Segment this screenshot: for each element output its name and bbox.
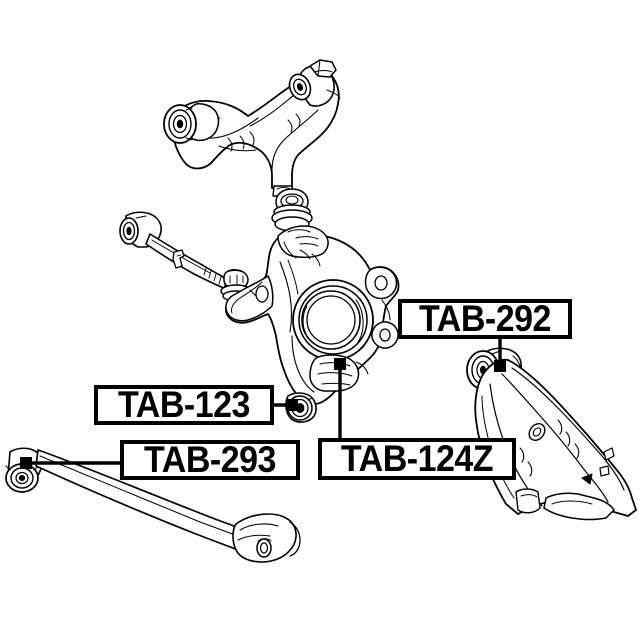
callout-tab-124z-label: TAB-124Z bbox=[340, 438, 494, 480]
upper-arm-rear-bushing bbox=[288, 59, 341, 107]
callout-tab-123[interactable]: TAB-123 bbox=[94, 385, 274, 425]
callout-tab-124z[interactable]: TAB-124Z bbox=[318, 438, 516, 480]
callout-tab-292-label: TAB-292 bbox=[419, 298, 551, 340]
callout-tab-293[interactable]: TAB-293 bbox=[120, 440, 300, 480]
marker-tab-293 bbox=[20, 457, 32, 469]
marker-tab-123 bbox=[286, 399, 298, 411]
part-lower-control-arm bbox=[466, 347, 637, 521]
callout-tab-293-label: TAB-293 bbox=[144, 439, 276, 481]
knuckle-hub-bore bbox=[292, 279, 374, 361]
marker-tab-124z bbox=[334, 358, 346, 370]
marker-tab-292 bbox=[494, 360, 506, 372]
part-upper-control-arm bbox=[163, 59, 341, 245]
part-steering-knuckle bbox=[225, 225, 400, 423]
upper-arm-front-bushing bbox=[163, 103, 220, 144]
part-tie-rod-assembly bbox=[119, 211, 252, 315]
trailing-arm-front-bushing bbox=[5, 447, 43, 493]
callout-tab-123-label: TAB-123 bbox=[118, 384, 250, 426]
callout-markers bbox=[20, 358, 506, 469]
callout-tab-292[interactable]: TAB-292 bbox=[398, 299, 572, 339]
knuckle-lower-ball-joint-mount bbox=[309, 354, 369, 392]
part-trailing-arm bbox=[5, 447, 301, 563]
trailing-arm-rear-fork bbox=[232, 513, 301, 563]
